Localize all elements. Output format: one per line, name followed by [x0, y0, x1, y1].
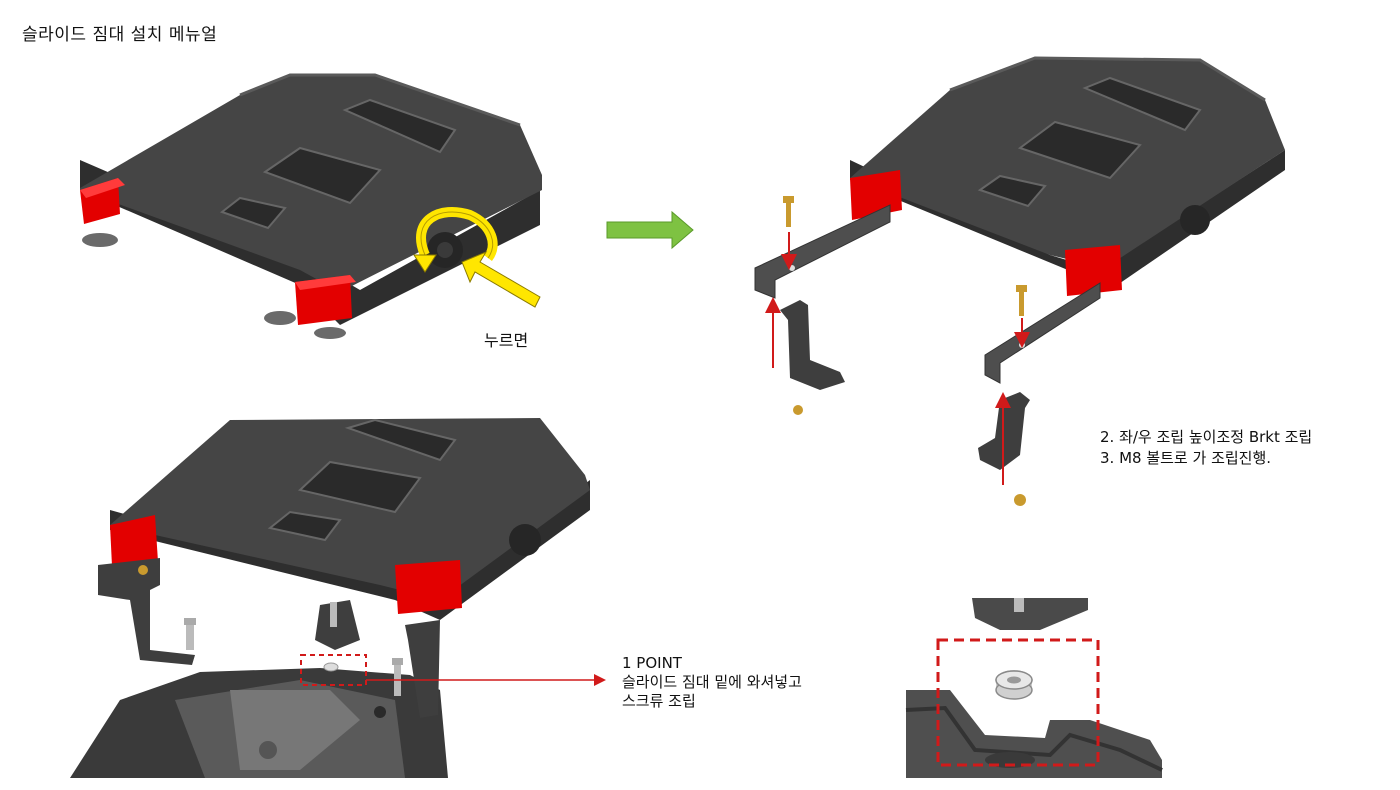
next-step-arrow — [606, 210, 694, 250]
rack-figure-top-right — [754, 56, 1285, 506]
rack-figure-top-left — [80, 73, 542, 339]
point-notes: 1 POINT 슬라이드 짐대 밑에 와셔넣고 스크류 조립 — [622, 654, 802, 711]
point-line-1: 슬라이드 짐대 밑에 와셔넣고 — [622, 673, 802, 691]
point-line-2: 스크류 조립 — [622, 692, 696, 710]
step-3-text: 3. M8 볼트로 가 조립진행. — [1100, 449, 1272, 467]
point-title: 1 POINT — [622, 654, 682, 672]
mounting-figure — [70, 418, 606, 778]
step-2-text: 2. 좌/우 조립 높이조정 Brkt 조립 — [1100, 428, 1313, 446]
step-notes: 2. 좌/우 조립 높이조정 Brkt 조립 3. M8 볼트로 가 조립진행. — [1100, 427, 1312, 469]
manual-title: 슬라이드 짐대 설치 메뉴얼 — [22, 25, 218, 45]
press-label: 누르면 — [484, 331, 529, 350]
washer-detail-figure — [905, 598, 1163, 778]
